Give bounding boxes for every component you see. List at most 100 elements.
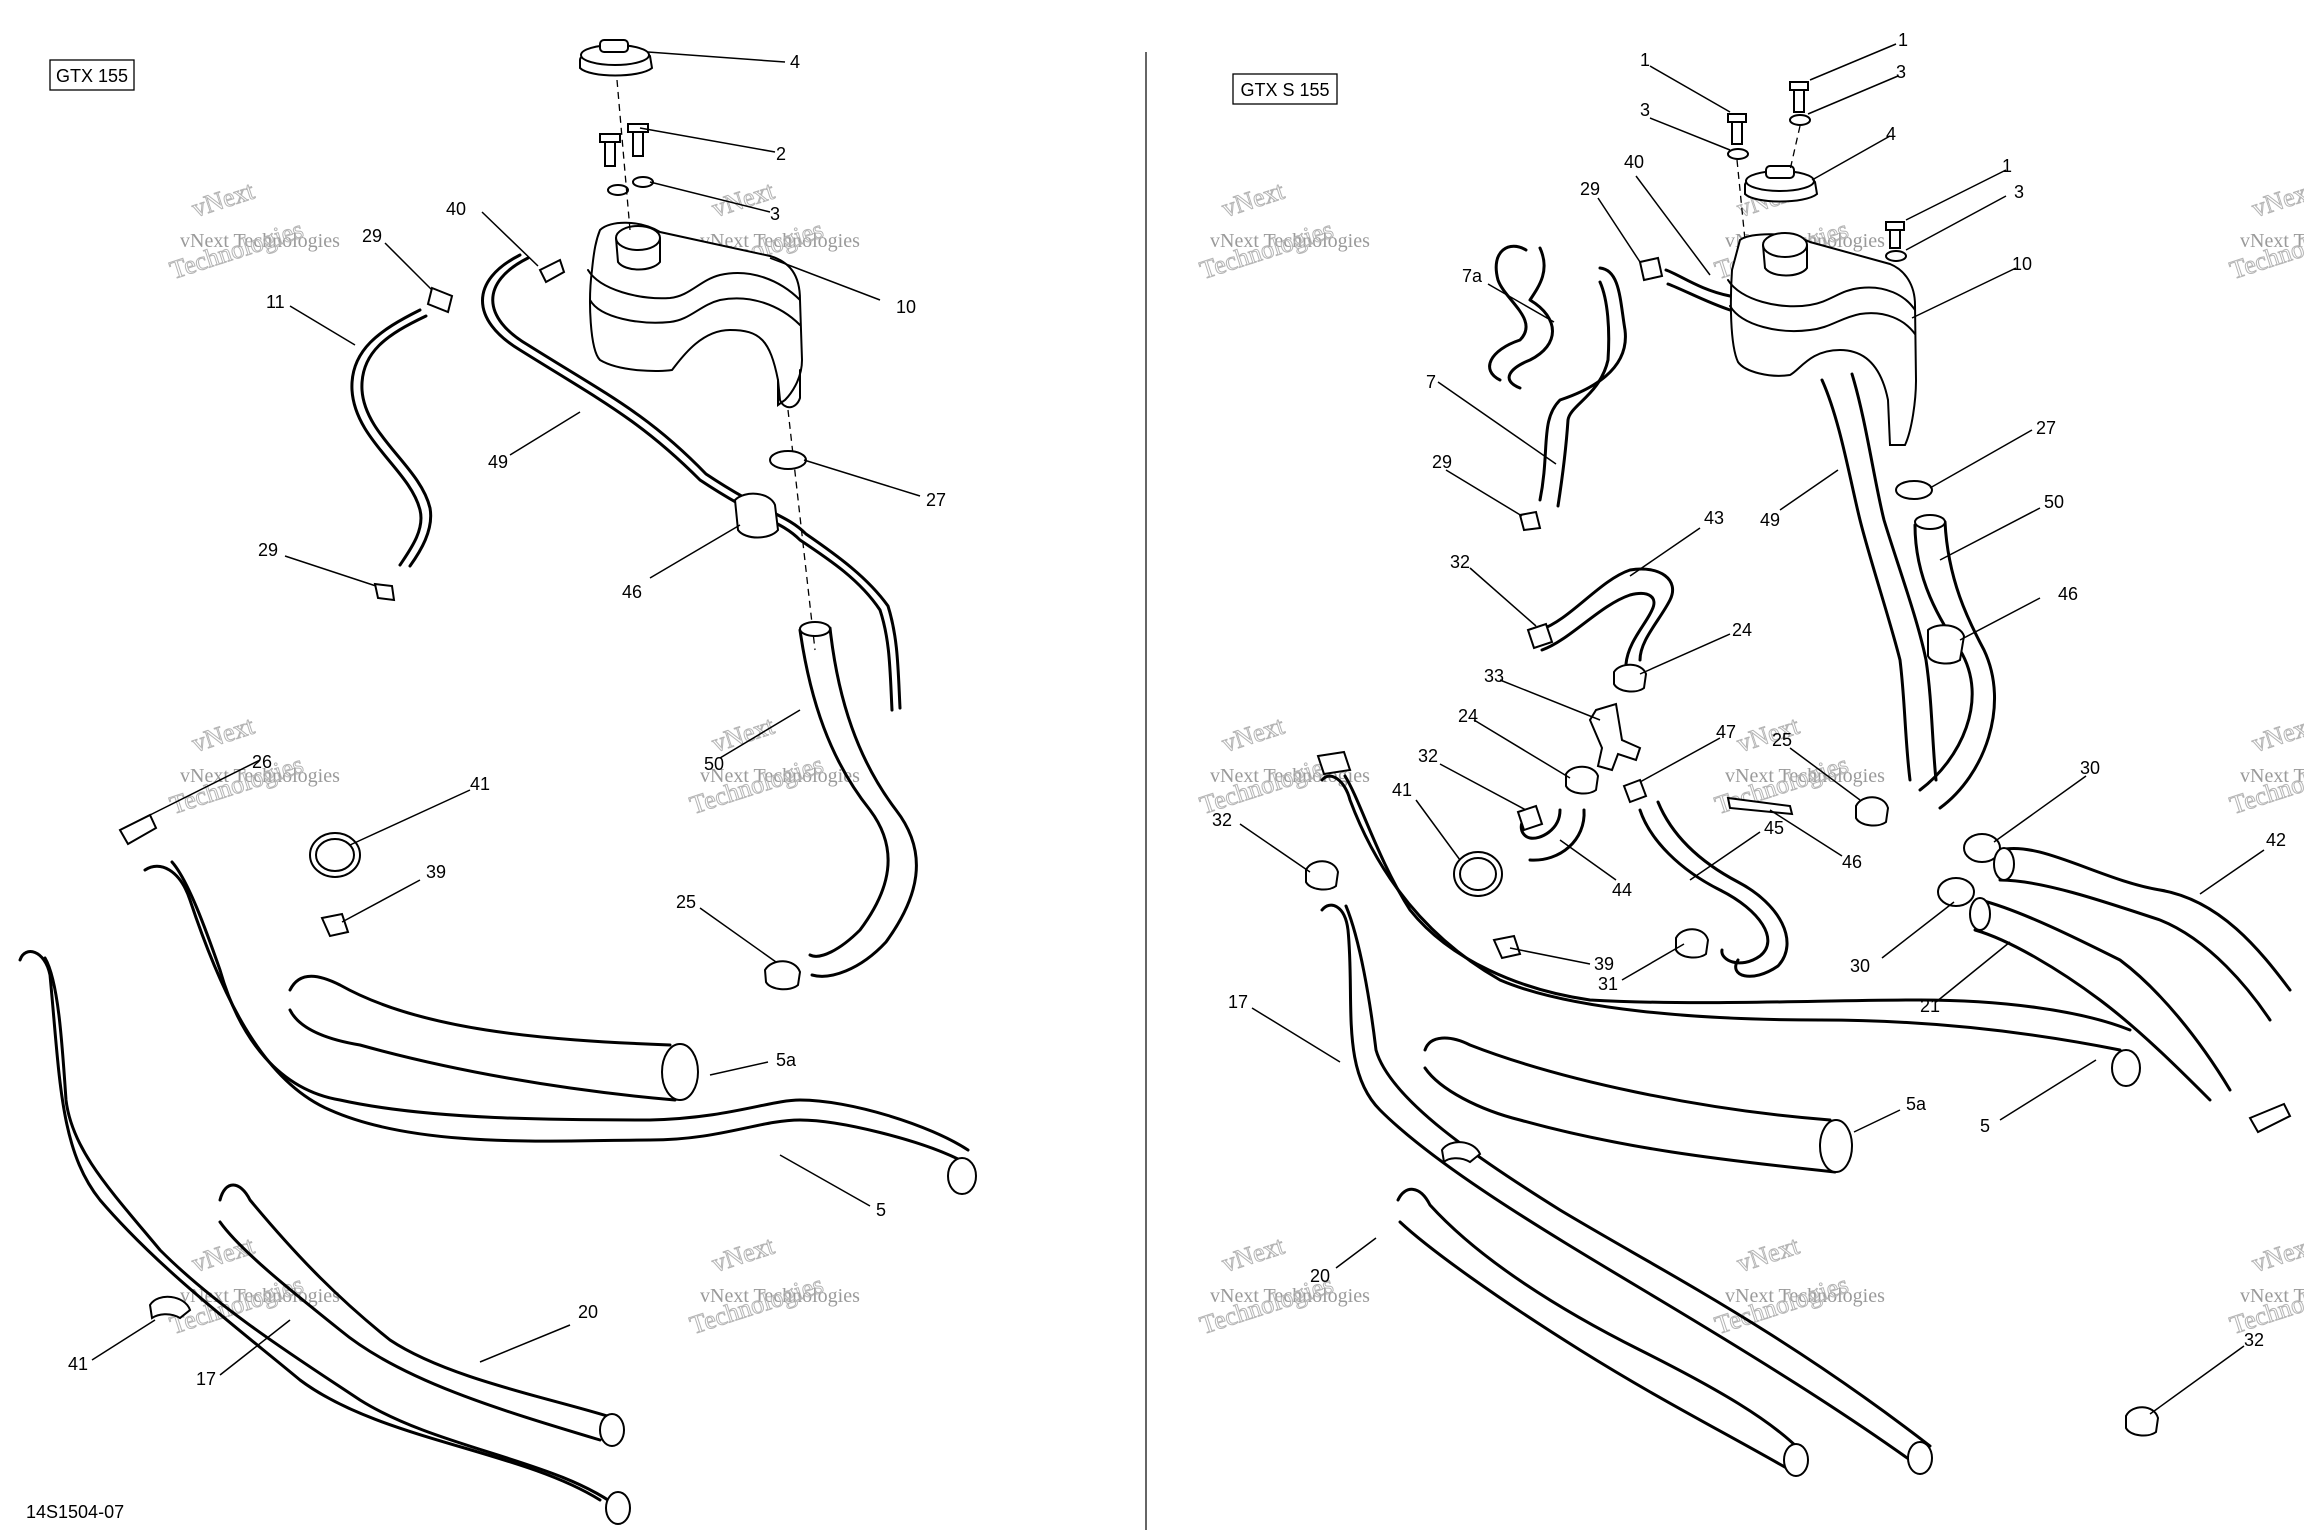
callout-r-3a: 3 (1640, 100, 1650, 120)
callout-l-40: 40 (446, 199, 466, 219)
watermark-line2: vNext Technologies (700, 1285, 860, 1307)
clamp-30-b (1937, 877, 1975, 907)
callout-r-27: 27 (2036, 418, 2056, 438)
callout-r-45: 45 (1764, 818, 1784, 838)
watermark-line2: vNext Technologies (1210, 1285, 1370, 1307)
fitting-26 (118, 813, 158, 846)
callout-l-29a: 29 (362, 226, 382, 246)
callout-r-47: 47 (1716, 722, 1736, 742)
clamp-27-right (1895, 480, 1933, 500)
callout-r-20: 20 (1310, 1266, 1330, 1286)
callout-l-10: 10 (896, 297, 916, 317)
watermark-line3: Technologies (2226, 1270, 2304, 1340)
callout-r-49: 49 (1760, 510, 1780, 530)
watermark-line1: vNext (188, 176, 258, 223)
hose-20-right (1396, 1187, 1802, 1452)
hose-49-right (1820, 378, 1912, 782)
clamp-24-a (1613, 663, 1648, 693)
clamp-29-lower (373, 582, 396, 602)
callout-r-29a: 29 (1580, 179, 1600, 199)
callout-r-30a: 30 (2080, 758, 2100, 778)
reservoir-cap-right (1744, 165, 1819, 203)
callout-r-3b: 3 (1896, 62, 1906, 82)
hose-5-right (1320, 774, 2122, 1052)
hose-5 (143, 864, 962, 1162)
clamp-41-lower (148, 1295, 192, 1320)
watermark-line2: vNext Technologies (1210, 230, 1370, 252)
callout-l-46: 46 (622, 582, 642, 602)
fitting-right-edge (2248, 1102, 2292, 1134)
right-model-tag-box (1232, 73, 1338, 105)
callout-r-1b: 1 (1898, 30, 1908, 50)
watermark-line1: vNext (2248, 1231, 2304, 1278)
callout-l-3: 3 (770, 204, 780, 224)
callout-r-32b: 32 (1418, 746, 1438, 766)
callout-l-39: 39 (426, 862, 446, 882)
clamp-30-a (1963, 833, 2001, 863)
bolts-right (1727, 81, 1907, 262)
clamp-27 (769, 450, 807, 470)
watermark-line1: vNext (708, 1231, 778, 1278)
callout-r-32c: 32 (1212, 810, 1232, 830)
left-model-tag-box (49, 59, 135, 91)
callout-l-25: 25 (676, 892, 696, 912)
left-panel: GTX 155 (18, 39, 977, 1525)
callout-l-29b: 29 (258, 540, 278, 560)
watermark-line1: vNext (1218, 711, 1288, 758)
callout-r-33: 33 (1484, 666, 1504, 686)
callout-l-2: 2 (776, 144, 786, 164)
hose-42 (1998, 847, 2292, 992)
hose-7 (1538, 266, 1627, 502)
callout-l-27: 27 (926, 490, 946, 510)
clamp-25-right (1855, 796, 1890, 827)
watermark-line2: vNext Technologies (2240, 765, 2304, 787)
callout-r-40: 40 (1624, 152, 1644, 172)
bolts-and-washers (599, 123, 654, 196)
callout-l-50: 50 (704, 754, 724, 774)
callout-l-5: 5 (876, 1200, 886, 1220)
watermark-line2: vNext Technologies (2240, 1285, 2304, 1307)
callout-r-31: 31 (1598, 974, 1618, 994)
watermark-line1: vNext (1218, 1231, 1288, 1278)
left-leaders (91, 51, 921, 1376)
watermark-line1: vNext (2248, 711, 2304, 758)
callout-r-5a: 5a (1906, 1094, 1927, 1114)
clamp-32-b (1516, 804, 1544, 832)
hose-5a (288, 974, 672, 1047)
callout-r-32a: 32 (1450, 552, 1470, 572)
tee-33 (1588, 702, 1642, 772)
fitting-39-right (1492, 934, 1522, 960)
callout-r-10: 10 (2012, 254, 2032, 274)
callout-r-5: 5 (1980, 1116, 1990, 1136)
hose-21 (1978, 898, 2232, 1092)
hose-5a-right (1423, 1036, 1832, 1122)
callout-r-42: 42 (2266, 830, 2286, 850)
hose-45 (1638, 808, 1770, 965)
watermark-line1: vNext (1218, 176, 1288, 223)
callout-r-39: 39 (1594, 954, 1614, 974)
watermark-line1: vNext (2248, 176, 2304, 223)
callout-r-46a: 46 (2058, 584, 2078, 604)
clamp-32-e (2125, 1406, 2160, 1437)
callout-r-29b: 29 (1432, 452, 1452, 472)
callout-r-21: 21 (1920, 996, 1940, 1016)
clip-46-right-b (1726, 796, 1794, 816)
coolant-reservoir-tank-right (1727, 232, 1918, 446)
clamp-47 (1622, 778, 1648, 804)
watermark-line2: vNext Technologies (180, 230, 340, 252)
clamp-32-a (1526, 622, 1554, 650)
hose-43 (1538, 567, 1674, 662)
callout-r-41: 41 (1392, 780, 1412, 800)
right-leaders (1239, 43, 2265, 1415)
clamp-29-right-lower (1518, 510, 1542, 532)
hose-17 (18, 950, 602, 1502)
